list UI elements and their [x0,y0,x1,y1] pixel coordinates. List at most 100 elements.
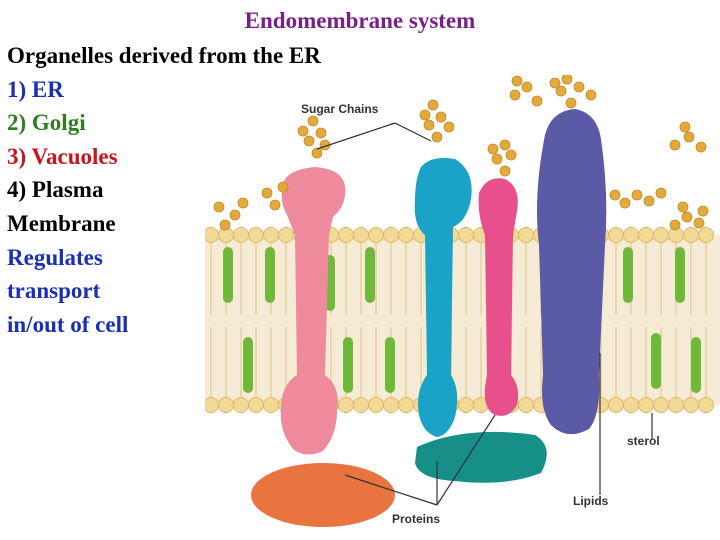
list-item-plasma: 4) Plasma [7,177,104,203]
sugar-bead [229,209,241,221]
sugar-bead [681,211,693,223]
label-sugar-chains: Sugar Chains [301,102,379,116]
heading-line: Organelles derived from the ER [7,43,321,68]
sterol [365,247,375,303]
sugar-bead [443,121,455,133]
lipid-head [338,397,354,413]
sugar-bead [565,97,577,109]
sugar-bead [643,195,655,207]
lipid-head [248,397,264,413]
sterol [265,247,275,303]
lipid-head [368,397,384,413]
lipid-head [248,227,264,243]
sterol [343,337,353,393]
lipid-head [383,397,399,413]
sugar-bead [549,77,561,89]
lipid-head [205,397,219,413]
sugar-bead [521,81,533,93]
label-lipids: Lipids [573,494,609,508]
lipid-head [383,227,399,243]
sugar-bead [505,149,517,161]
sugar-bead [261,187,273,199]
sugar-bead [427,99,439,111]
sugar-bead [677,201,689,213]
lipid-head [205,227,219,243]
sterol-molecules [223,247,701,393]
sugar-bead [609,189,621,201]
sugar-bead [585,89,597,101]
sugar-bead [487,143,499,155]
lipid-head [608,397,624,413]
list-item-membrane: Membrane [7,210,116,236]
lipid-head [263,227,279,243]
lipid-head [233,397,249,413]
sugar-bead [423,119,435,131]
sugar-chains [213,75,709,231]
lipid-head [653,227,669,243]
lipid-head [698,227,714,243]
label-proteins: Proteins [392,512,440,526]
lipid-head [353,397,369,413]
sugar-bead [555,85,567,97]
bilayer-core [205,235,720,405]
sugar-bead [697,205,709,217]
sugar-bead [693,217,705,229]
sugar-bead [435,111,447,123]
sugar-bead [311,147,323,159]
sugar-bead [531,95,543,107]
lipid-bilayer [205,227,720,413]
label-lines [316,122,653,506]
sterol [243,337,253,393]
sugar-bead [631,189,643,201]
sugar-bead [679,121,691,133]
sterol [651,333,661,389]
sugar-bead [561,75,573,85]
sugar-bead [573,81,585,93]
lipid-head [638,227,654,243]
lipid-head [233,227,249,243]
sugar-bead [303,135,315,147]
sugar-bead [499,139,511,151]
protein-magenta [478,178,519,416]
list-item-golgi: 2) Golgi [7,110,86,136]
lipid-head [353,227,369,243]
lipid-head [218,397,234,413]
sugar-bead [491,153,503,165]
lipid-head [608,227,624,243]
sugar-bead [619,197,631,209]
protein-orange [251,463,395,527]
sugar-bead [419,109,431,121]
function-line-2: transport [7,278,101,304]
lipid-head [668,397,684,413]
sugar-bead [669,219,681,231]
protein-teal [415,431,547,483]
sugar-bead [277,181,289,193]
lipid-head [518,227,534,243]
sugar-bead [511,75,523,87]
protein-pink [280,167,346,455]
lipid-head [623,397,639,413]
sterol [223,247,233,303]
function-line-3: in/out of cell [7,311,129,337]
lipid-head [683,397,699,413]
lipid-head [263,397,279,413]
sugar-bead [695,141,707,153]
sugar-bead [219,219,231,231]
sugar-bead [509,89,521,101]
lipid-head [653,397,669,413]
lipid-head [698,397,714,413]
sugar-bead [237,197,249,209]
lipid-head [278,227,294,243]
lipid-head [623,227,639,243]
lipid-head [368,227,384,243]
plasma-membrane-diagram: Sugar Chains sterol Lipids Proteins [205,75,720,540]
sterol [623,247,633,303]
sugar-bead [683,131,695,143]
list-item-vacuoles: 3) Vacuoles [7,143,118,169]
lipid-head [398,397,414,413]
sugar-bead [269,199,281,211]
lipid-head [398,227,414,243]
lipid-head [458,397,474,413]
sugar-bead [315,127,327,139]
list-item-er: 1) ER [7,76,64,102]
